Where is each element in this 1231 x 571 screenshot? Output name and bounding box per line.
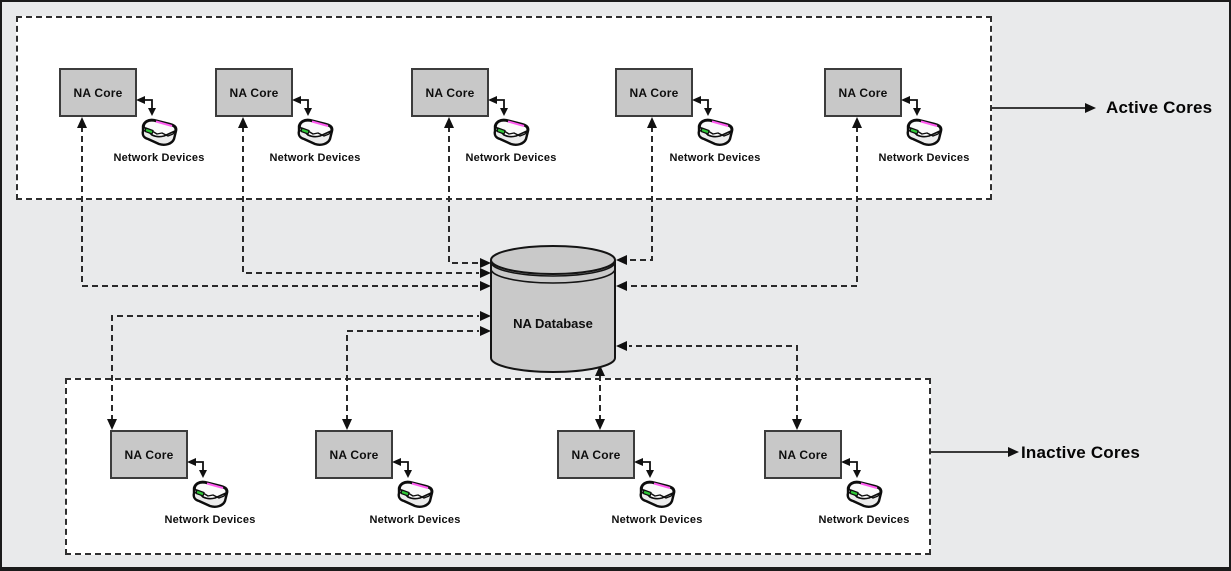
na-core-label: NA Core — [838, 85, 888, 100]
core-device-link — [488, 96, 508, 116]
na-core-box: NA Core — [557, 430, 635, 479]
na-core-label: NA Core — [124, 447, 174, 462]
network-device-icon — [846, 480, 883, 508]
inactive-core-node-3: NA Core Network Devices — [557, 430, 757, 530]
network-device-icon — [906, 118, 943, 146]
inactive-core-node-1: NA Core Network Devices — [110, 430, 310, 530]
na-core-box: NA Core — [215, 68, 293, 117]
na-core-label: NA Core — [425, 85, 475, 100]
inactive-core-node-2: NA Core Network Devices — [315, 430, 515, 530]
na-core-box: NA Core — [824, 68, 902, 117]
na-core-label: NA Core — [778, 447, 828, 462]
inactive-cores-arrowhead — [1008, 447, 1019, 457]
network-devices-label: Network Devices — [669, 152, 761, 164]
network-devices-label: Network Devices — [465, 152, 557, 164]
core-device-link — [187, 458, 207, 478]
network-devices-label: Network Devices — [113, 152, 205, 164]
active-core-node-5: NA Core Network Devices — [824, 68, 1024, 168]
network-device-icon — [141, 118, 178, 146]
network-device-icon — [192, 480, 229, 508]
network-device-icon — [397, 480, 434, 508]
na-database-cylinder — [490, 245, 616, 373]
na-core-label: NA Core — [629, 85, 679, 100]
na-core-label: NA Core — [229, 85, 279, 100]
network-devices-label: Network Devices — [369, 514, 461, 526]
na-database-label: NA Database — [513, 316, 593, 331]
network-device-icon — [297, 118, 334, 146]
network-devices-label: Network Devices — [878, 152, 970, 164]
core-device-link — [136, 96, 156, 116]
active-cores-arrowhead — [1085, 103, 1096, 113]
inactive-cores-label: Inactive Cores — [1021, 443, 1141, 462]
core-device-link — [692, 96, 712, 116]
core-device-link — [634, 458, 654, 478]
na-core-label: NA Core — [73, 85, 123, 100]
na-core-label: NA Core — [329, 447, 379, 462]
core-device-link — [392, 458, 412, 478]
na-core-box: NA Core — [764, 430, 842, 479]
network-device-icon — [493, 118, 530, 146]
network-device-icon — [639, 480, 676, 508]
na-core-box: NA Core — [315, 430, 393, 479]
active-core-node-3: NA Core Network Devices — [411, 68, 611, 168]
active-cores-label: Active Cores — [1106, 98, 1213, 117]
network-devices-label: Network Devices — [611, 514, 703, 526]
core-device-link — [841, 458, 861, 478]
na-core-label: NA Core — [571, 447, 621, 462]
active-core-node-1: NA Core Network Devices — [59, 68, 259, 168]
core-device-link — [901, 96, 921, 116]
active-core-node-2: NA Core Network Devices — [215, 68, 415, 168]
na-core-box: NA Core — [615, 68, 693, 117]
na-core-box: NA Core — [411, 68, 489, 117]
network-device-icon — [697, 118, 734, 146]
na-core-box: NA Core — [59, 68, 137, 117]
network-devices-label: Network Devices — [164, 514, 256, 526]
network-devices-label: Network Devices — [269, 152, 361, 164]
core-device-link — [292, 96, 312, 116]
inactive-core-node-4: NA Core Network Devices — [764, 430, 964, 530]
network-devices-label: Network Devices — [818, 514, 910, 526]
active-core-node-4: NA Core Network Devices — [615, 68, 815, 168]
na-core-box: NA Core — [110, 430, 188, 479]
